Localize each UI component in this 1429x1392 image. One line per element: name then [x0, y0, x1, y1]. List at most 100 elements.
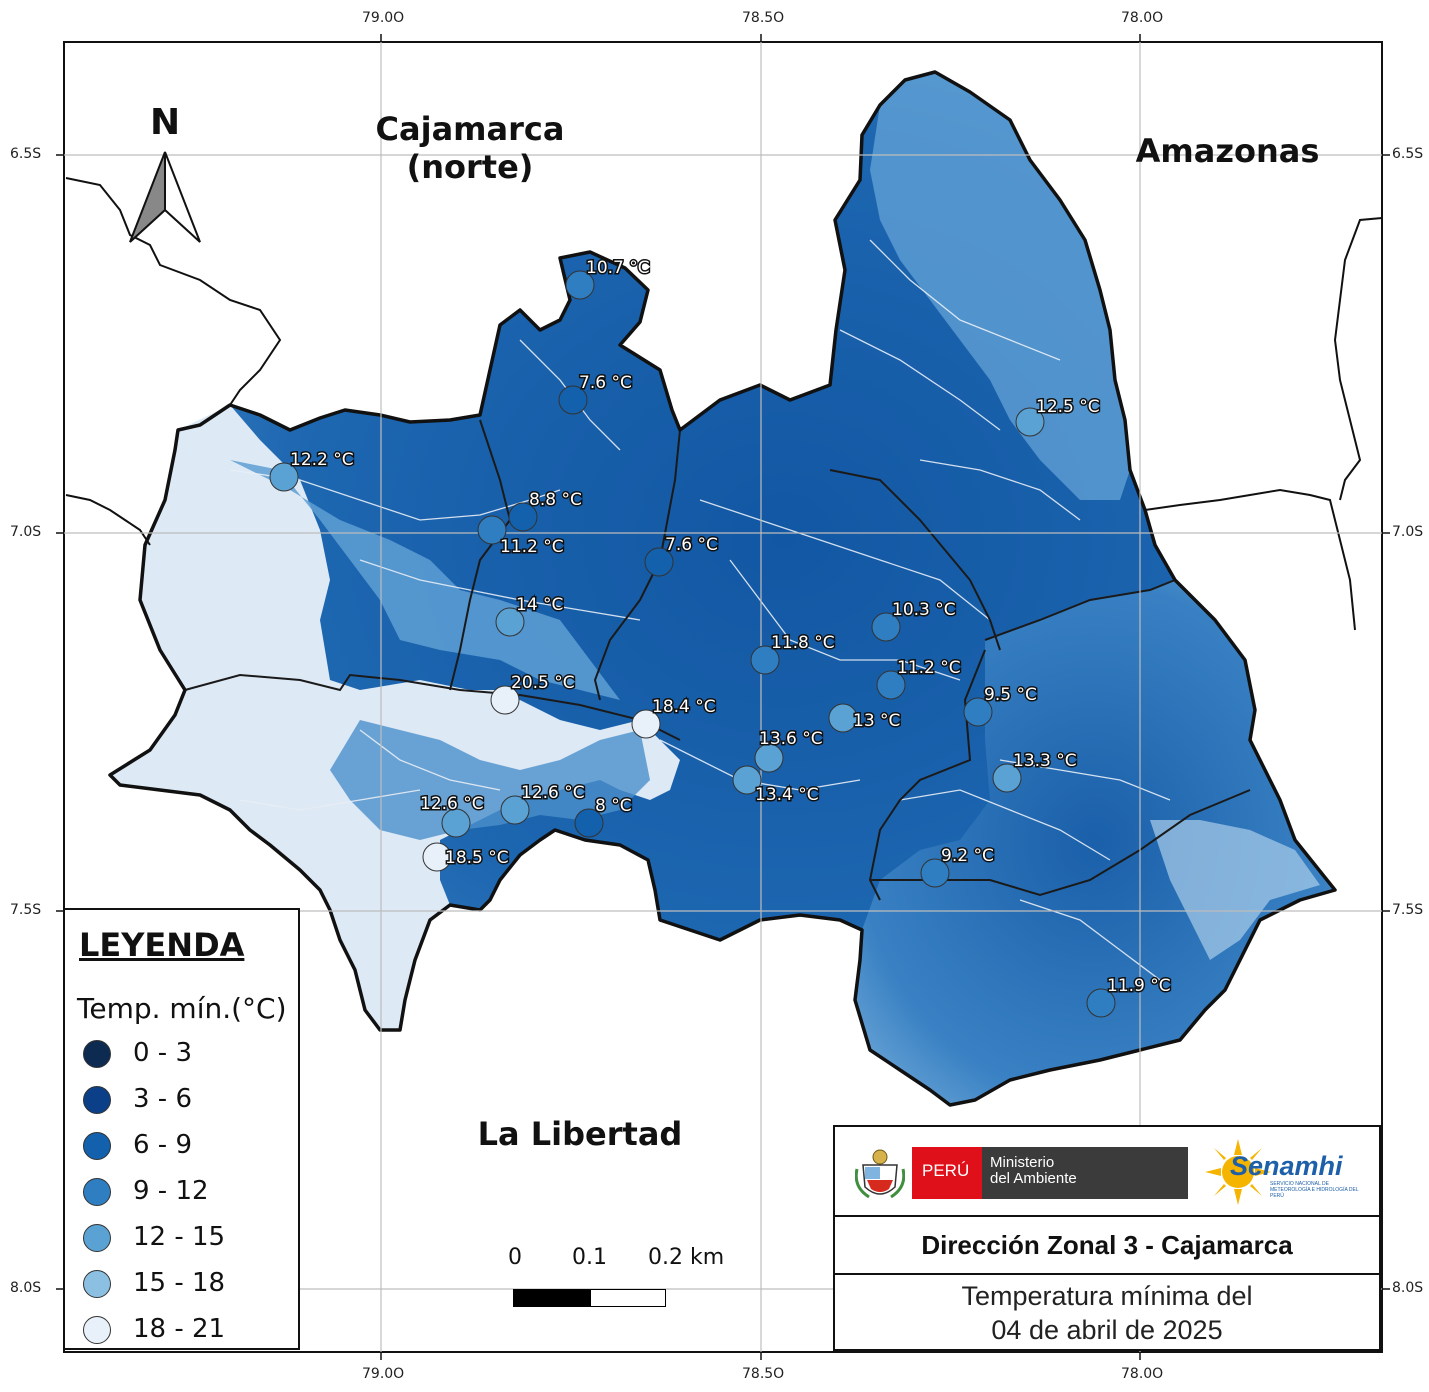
station-label: 10.3 °C: [892, 600, 956, 620]
ministry-line2: del Ambiente: [990, 1170, 1077, 1187]
station-label: 7.6 °C: [665, 535, 718, 555]
north-arrow-icon: [129, 151, 201, 243]
station-label: 8.8 °C: [529, 490, 582, 510]
district-boundaries: [229, 239, 1171, 981]
station-marker: [269, 462, 299, 492]
station-label: 8 °C: [595, 796, 632, 816]
station-marker: [750, 645, 780, 675]
peru-label: PERÚ: [922, 1161, 970, 1180]
legend-swatch: [83, 1224, 111, 1252]
station-label: 11.8 °C: [771, 633, 835, 653]
region-label-cajamarca-line2: (norte): [406, 148, 534, 186]
station-label: 20.5 °C: [511, 673, 575, 693]
legend-label: 18 - 21: [133, 1314, 226, 1344]
legend-label: 6 - 9: [133, 1130, 192, 1160]
right-tick-4: 8.0S: [1392, 1280, 1424, 1296]
legend-swatch: [83, 1040, 111, 1068]
station-marker: [500, 795, 530, 825]
region-label-amazonas: Amazonas: [1135, 132, 1320, 170]
legend-title: LEYENDA: [79, 926, 245, 964]
station-label: 14 °C: [516, 595, 563, 615]
right-tick-3: 7.5S: [1392, 902, 1424, 918]
station-label: 9.5 °C: [984, 685, 1037, 705]
station-label: 11.9 °C: [1107, 976, 1171, 996]
right-tick-1: 6.5S: [1392, 146, 1424, 162]
legend-subtitle: Temp. mín.(°C): [77, 992, 287, 1025]
info-box: PERÚ Ministerio del Ambiente Senamhi SER…: [833, 1125, 1381, 1351]
station-marker: [631, 709, 661, 739]
left-tick-1: 6.5S: [10, 146, 42, 162]
ministry-logo: Ministerio del Ambiente: [982, 1147, 1188, 1199]
station-marker: [508, 502, 538, 532]
station-label: 12.5 °C: [1036, 397, 1100, 417]
station-marker: [992, 763, 1022, 793]
neighbor-boundaries: [65, 177, 1383, 631]
left-tick-3: 7.5S: [10, 902, 42, 918]
region-label-cajamarca-line1: Cajamarca: [375, 110, 565, 148]
station-marker: [1086, 988, 1116, 1018]
region-label-la-libertad: La Libertad: [477, 1115, 683, 1153]
station-marker: [558, 385, 588, 415]
station-marker: [828, 703, 858, 733]
legend-swatch: [83, 1132, 111, 1160]
logos-row: PERÚ Ministerio del Ambiente Senamhi SER…: [835, 1127, 1379, 1215]
station-marker: [565, 270, 595, 300]
station-marker: [644, 547, 674, 577]
station-label: 10.7 °C: [586, 258, 650, 278]
station-marker: [441, 808, 471, 838]
senamhi-sun-icon: [1205, 1139, 1271, 1205]
station-marker: [754, 743, 784, 773]
legend-label: 15 - 18: [133, 1268, 226, 1298]
station-marker: [963, 697, 993, 727]
stations-layer: 10.7 °C7.6 °C12.5 °C12.2 °C8.8 °C11.2 °C…: [269, 257, 1172, 1018]
station-label: 12.6 °C: [521, 783, 585, 803]
scale-label-0: 0: [508, 1245, 522, 1270]
station-label: 9.2 °C: [941, 846, 994, 866]
scale-bar: 0 0.1 0.2 km: [500, 1245, 740, 1315]
map-title-line2: 04 de abril de 2025: [991, 1315, 1223, 1345]
station-label: 13.4 °C: [755, 785, 819, 805]
station-label: 18.4 °C: [652, 697, 716, 717]
station-marker: [477, 515, 507, 545]
station-marker: [490, 685, 520, 715]
bottom-tick-1: 79.0O: [362, 1366, 405, 1382]
station-marker: [574, 808, 604, 838]
org-name: Dirección Zonal 3 - Cajamarca: [835, 1215, 1379, 1275]
legend-swatch: [83, 1270, 111, 1298]
station-marker: [495, 607, 525, 637]
peru-logo: PERÚ: [912, 1147, 982, 1199]
senamhi-wordmark: Senamhi: [1230, 1151, 1343, 1181]
station-marker: [876, 670, 906, 700]
coat-of-arms-icon: [855, 1149, 905, 1199]
station-label: 7.6 °C: [579, 373, 632, 393]
station-label: 18.5 °C: [445, 848, 509, 868]
legend-label: 0 - 3: [133, 1038, 192, 1068]
scale-bar-black: [513, 1289, 590, 1307]
north-label: N: [150, 102, 181, 143]
ministry-line1: Ministerio: [990, 1154, 1055, 1171]
left-tick-4: 8.0S: [10, 1280, 42, 1296]
top-tick-1: 79.0O: [362, 10, 405, 26]
legend-swatch: [83, 1086, 111, 1114]
senamhi-subtitle: SERVICIO NACIONAL DE METEOROLOGÍA E HIDR…: [1270, 1181, 1359, 1199]
bottom-tick-2: 78.5O: [742, 1366, 785, 1382]
station-label: 13.3 °C: [1013, 751, 1077, 771]
right-tick-2: 7.0S: [1392, 524, 1424, 540]
scale-bar-white: [590, 1289, 666, 1307]
station-marker: [732, 765, 762, 795]
region-outline: [108, 70, 1337, 1107]
station-label: 11.2 °C: [897, 658, 961, 678]
scale-label-1: 0.1: [572, 1245, 607, 1270]
map-title-line1: Temperatura mínima del: [961, 1281, 1253, 1311]
station-marker: [871, 612, 901, 642]
left-tick-2: 7.0S: [10, 524, 42, 540]
region-fill: [110, 72, 1335, 1105]
legend-label: 9 - 12: [133, 1176, 209, 1206]
map-title: Temperatura mínima del 04 de abril de 20…: [835, 1277, 1379, 1347]
top-tick-3: 78.0O: [1121, 10, 1164, 26]
legend-label: 12 - 15: [133, 1222, 226, 1252]
station-label: 12.6 °C: [420, 794, 484, 814]
scale-label-2: 0.2 km: [648, 1245, 725, 1270]
